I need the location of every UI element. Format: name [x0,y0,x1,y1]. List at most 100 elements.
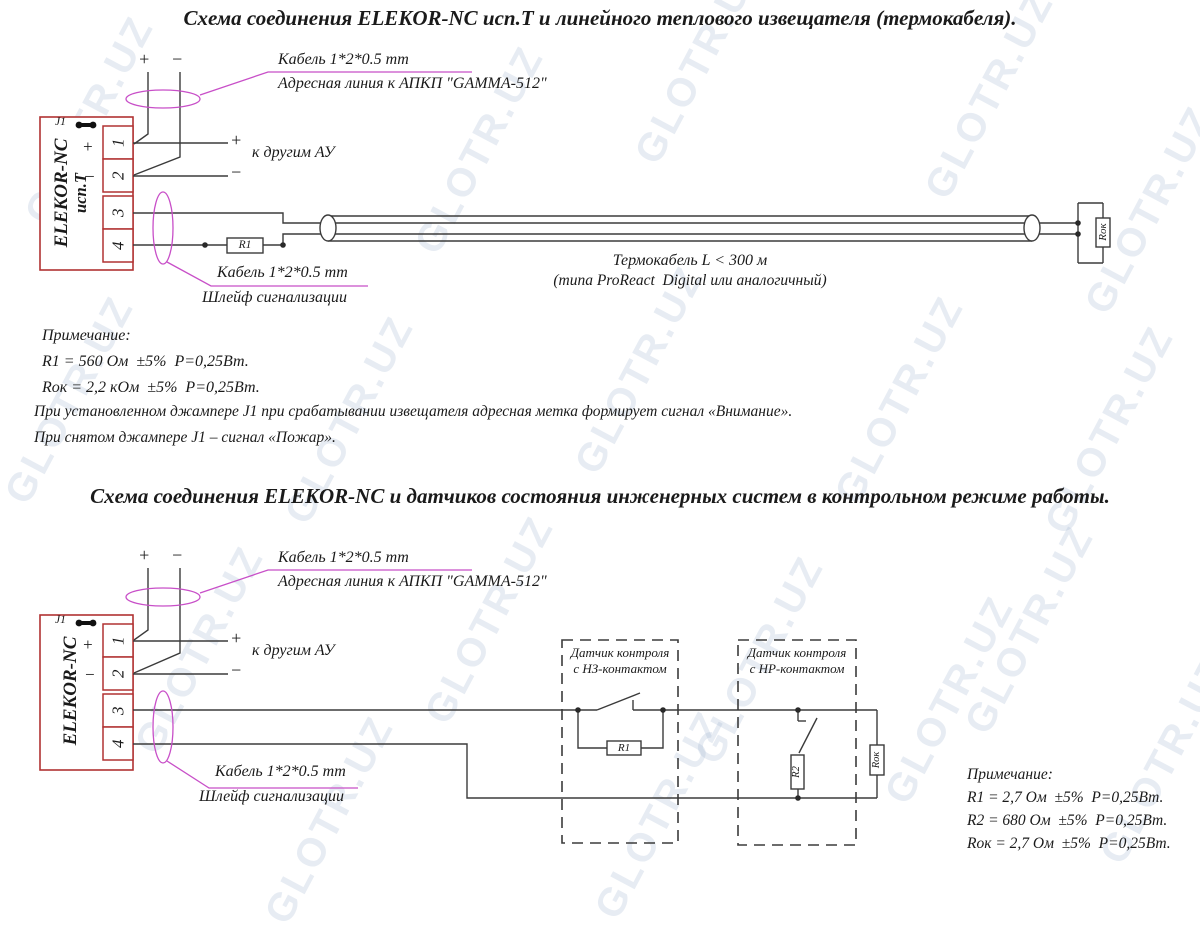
sensor-no-title-line2: с НР-контактом [749,661,845,676]
terminal-cell [102,228,134,263]
junction-dots [575,707,801,801]
no-contact-blade [798,717,818,754]
cable-label: Кабель 1*2*0.5 mm [278,51,409,68]
loop-label: Шлейф сигнализации [199,788,345,805]
wiring-svg [39,71,1111,846]
to-other-devices-label: к другим АУ [252,144,335,161]
address-line-label: Адресная линия к АПКП "GAMMA-512" [278,573,547,590]
thermal-cable-sublabel: (типа ProReact Digital или аналогичный) [553,272,827,289]
leader-line [166,760,358,789]
terminal-number: 4 [108,241,128,250]
terminal-number: 3 [108,706,128,715]
address-line-label: Адресная линия к АПКП "GAMMA-512" [278,75,547,92]
jumper-icon [75,619,97,627]
address-minus-wire [133,568,181,674]
plus-sign: + [230,130,243,150]
resistor-rok-label: Rок [870,751,882,769]
cable-markers [125,569,472,789]
terminal-cell [102,623,134,658]
terminal4-wire [133,743,877,799]
resistor-rok-box [1095,217,1111,248]
note-line: Rок = 2,2 кОм ±5% P=0,25Вт. [42,379,260,396]
jumper-label: J1 [55,614,66,626]
sensor-no-title-line1: Датчик контроля [747,645,847,660]
notes-title: Примечание: [42,327,131,344]
jumper-note-line: При снятом джампере J1 – сигнал «Пожар». [34,429,336,446]
plus-sign: + [82,137,94,156]
loop-label: Шлейф сигнализации [202,289,348,306]
leader-line [166,261,368,287]
device-label-line1: ELEKOR-NC [50,138,72,248]
terminal4-wire [282,233,1078,245]
address-plus-wire [133,72,149,145]
address-minus-wire [133,72,181,176]
terminal-cell [102,693,134,728]
plus-sign: + [138,545,151,565]
to-other-devices-label: к другим АУ [252,642,335,659]
jumper-label: J1 [55,116,66,128]
minus-sign: − [84,665,96,684]
resistor-r2-label: R2 [790,766,802,778]
note-line: Rок = 2,7 Ом ±5% P=0,25Вт. [967,835,1171,852]
loop-cable-label: Кабель 1*2*0.5 mm [215,763,346,780]
cable-label: Кабель 1*2*0.5 mm [278,549,409,566]
sensor-nc-title-line2: с НЗ-контактом [573,661,667,676]
leader-line [199,569,472,594]
diagram2-wiring [39,568,885,846]
terminal-cell [102,158,134,193]
resistor-r1-label: R1 [238,238,252,251]
cable-end-ellipse [319,214,337,242]
sensor-nc-title-line1: Датчик контроля [570,645,670,660]
diagram2-title: Схема соединения ELEKOR-NC и датчиков со… [90,484,1110,508]
twisted-pair-marker [125,89,201,109]
minus-sign: − [230,660,243,680]
minus-sign: − [230,162,243,182]
resistor-r1-box [226,237,264,254]
resistor-r1-label: R1 [617,741,631,754]
minus-sign: − [171,545,184,565]
device-label-line1: ELEKOR-NC [60,636,82,746]
note-line: R1 = 560 Ом ±5% P=0,25Вт. [42,353,249,370]
sensor-no-box [737,639,857,846]
r1-bypass-wire [641,710,664,749]
twisted-pair-marker [152,690,174,764]
diagram1-wiring [39,71,1111,287]
sensor-nc-box [561,639,679,844]
terminal-number: 2 [108,171,128,180]
notes-title: Примечание: [967,766,1053,783]
note-line: R2 = 680 Ом ±5% P=0,25Вт. [967,812,1168,829]
device-label-line2: исп.Т [71,173,91,213]
terminal-number: 2 [108,669,128,678]
minus-sign: − [84,167,96,186]
loop-cable-label: Кабель 1*2*0.5 mm [217,264,348,281]
cable-end-ellipse [1023,214,1041,242]
jumper-icon [75,121,97,129]
diagram1-title: Схема соединения ELEKOR-NC исп.Т и линей… [183,6,1017,30]
minus-sign: − [171,49,184,69]
nc-contact-blade [596,692,641,711]
twisted-pair-marker [152,191,174,265]
cable-markers [125,71,472,287]
terminal-number: 1 [108,636,128,645]
note-line: R1 = 2,7 Ом ±5% P=0,25Вт. [967,789,1164,806]
terminal-number: 1 [108,138,128,147]
terminal-cell [102,656,134,691]
leader-line [199,71,472,96]
terminal-number: 3 [108,208,128,217]
plus-sign: + [138,49,151,69]
device-label: ELEKOR-NC [49,616,93,766]
terminal-cell [102,726,134,761]
sensor-no-title: Датчик контроля с НР-контактом [738,645,856,677]
terminal-number: 4 [108,739,128,748]
plus-sign: + [82,635,94,654]
device-label: ELEKOR-NC исп.Т [49,118,93,268]
sensor-nc-title: Датчик контроля с НЗ-контактом [562,645,678,677]
jumper-note-line: При установленном джампере J1 при срабат… [34,403,793,420]
junction-dots [202,220,1081,248]
resistor-rok-label: Rок [1096,223,1109,241]
thermal-cable-label: Термокабель L < 300 м [612,252,768,269]
plus-sign: + [230,628,243,648]
r1-bypass-wire [577,710,607,749]
twisted-pair-marker [125,587,201,607]
